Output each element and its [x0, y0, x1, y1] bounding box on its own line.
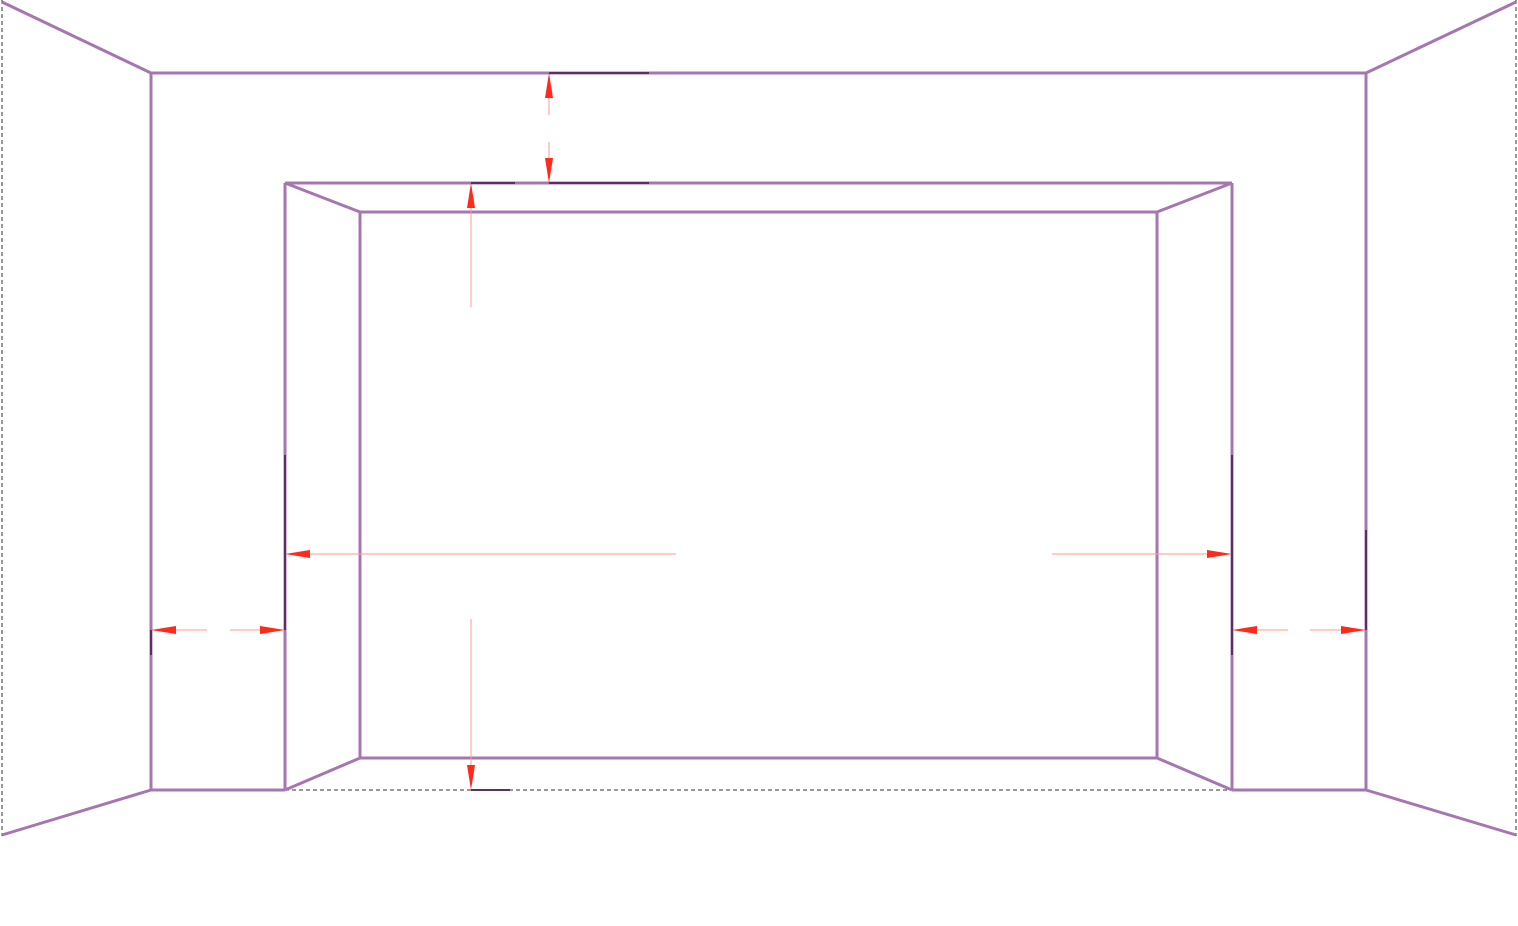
outer-frame — [1, 0, 1517, 837]
dimension-right-side — [1232, 626, 1366, 634]
dimension-opening-height — [467, 183, 475, 790]
dimension-header-height — [545, 73, 553, 183]
door-opening — [283, 181, 1234, 792]
boundary-dashed-lines — [1, 0, 1517, 836]
door-panel — [358, 210, 1159, 760]
edge-highlights — [150, 72, 1367, 791]
dimension-opening-width — [285, 550, 1232, 558]
dimension-left-side — [151, 626, 285, 634]
